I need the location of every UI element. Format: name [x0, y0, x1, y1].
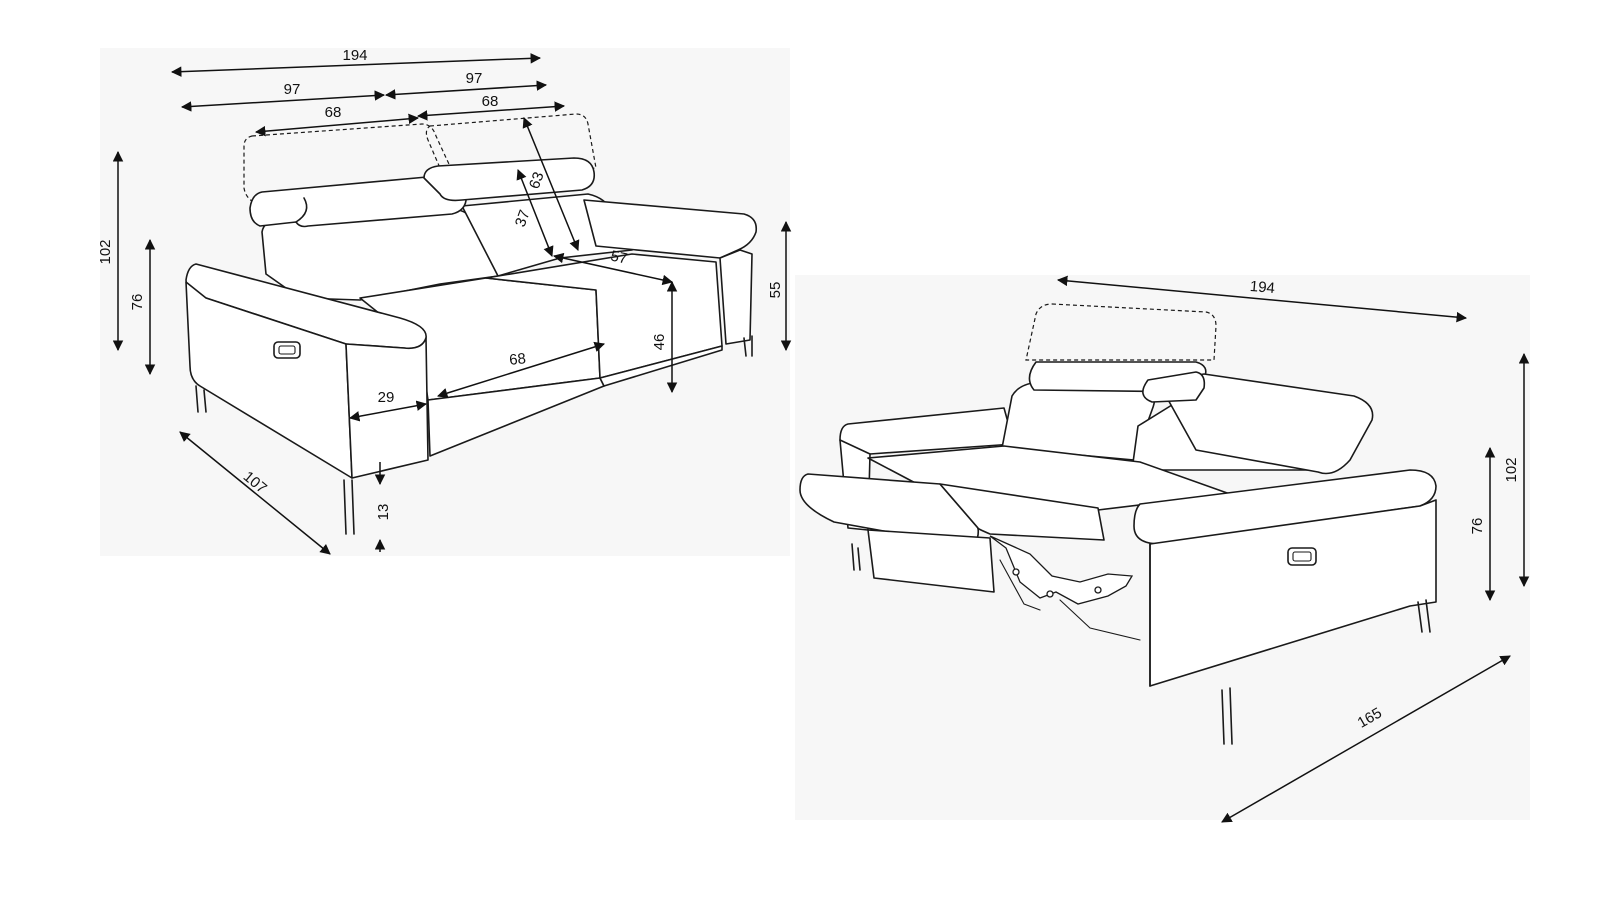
dim-label-height-back-reclined: 76 — [1469, 518, 1486, 535]
dim-label-arm-height: 55 — [767, 282, 784, 299]
dim-label-height-back: 76 — [129, 294, 146, 311]
dim-label-leg-clearance: 13 — [375, 504, 392, 521]
leg-front-left-b — [343, 479, 355, 535]
recline-button-left-inner — [278, 345, 296, 355]
dim-label-seat-depth: 68 — [508, 350, 526, 369]
dim-line-width-total-reclined — [1056, 275, 1468, 323]
dim-line-half-left — [180, 90, 386, 112]
arm-right-side — [719, 249, 753, 345]
dim-label-height-total-reclined: 102 — [1503, 457, 1520, 482]
dim-label-headrest-right: 68 — [482, 93, 499, 110]
leg-reclined-right-rear — [1417, 599, 1431, 633]
sofa-reclined-view — [799, 303, 1437, 745]
dim-line-seat-depth — [436, 341, 606, 399]
mech-pivot-3 — [1094, 586, 1102, 594]
dim-label-headrest-left: 68 — [325, 104, 342, 121]
dim-label-height-total: 102 — [97, 239, 114, 264]
mech-pivot-2 — [1046, 590, 1054, 598]
recline-button-right — [1287, 547, 1317, 566]
mech-pivot-1 — [1012, 568, 1020, 576]
dim-line-seat-depth-back — [552, 252, 674, 286]
dim-label-half-right: 97 — [466, 70, 483, 87]
dim-label-back-height-seat: 37 — [512, 208, 534, 229]
arm-left-end — [345, 337, 429, 479]
base-front-reclined — [867, 529, 995, 593]
dim-label-seat-height: 46 — [651, 334, 668, 351]
leg-reclined-back — [851, 543, 861, 571]
headrest-extended-right — [425, 113, 597, 183]
dim-line-depth-reclined — [1221, 655, 1511, 823]
headrest-left-fold — [295, 197, 308, 223]
dim-label-width-total: 194 — [342, 47, 367, 64]
headrest-reclined-tab — [1142, 371, 1206, 403]
dim-line-depth-total — [179, 431, 331, 555]
leg-front-left-a — [195, 385, 207, 413]
footrest-right — [939, 483, 1105, 541]
dim-line-width-total — [170, 53, 542, 77]
dim-label-seat-depth-back: 57 — [609, 248, 629, 268]
recline-mechanism-links — [999, 559, 1141, 641]
dim-line-half-right — [384, 80, 548, 100]
dim-line-headrest-right — [416, 101, 566, 121]
dimensions-upright: 194 97 97 68 68 102 76 63 37 57 55 46 68… — [97, 47, 792, 555]
dim-line-headrest-left — [254, 113, 420, 137]
recline-button-right-inner — [1292, 551, 1312, 562]
leg-rear-right — [743, 335, 753, 357]
dim-line-back-height-seat — [516, 169, 554, 257]
dim-line-arm-width — [348, 400, 428, 422]
dim-label-arm-width: 29 — [378, 389, 395, 406]
dim-label-width-total-reclined: 194 — [1249, 278, 1275, 297]
dim-label-half-left: 97 — [284, 81, 301, 98]
recline-button-left — [273, 341, 301, 359]
